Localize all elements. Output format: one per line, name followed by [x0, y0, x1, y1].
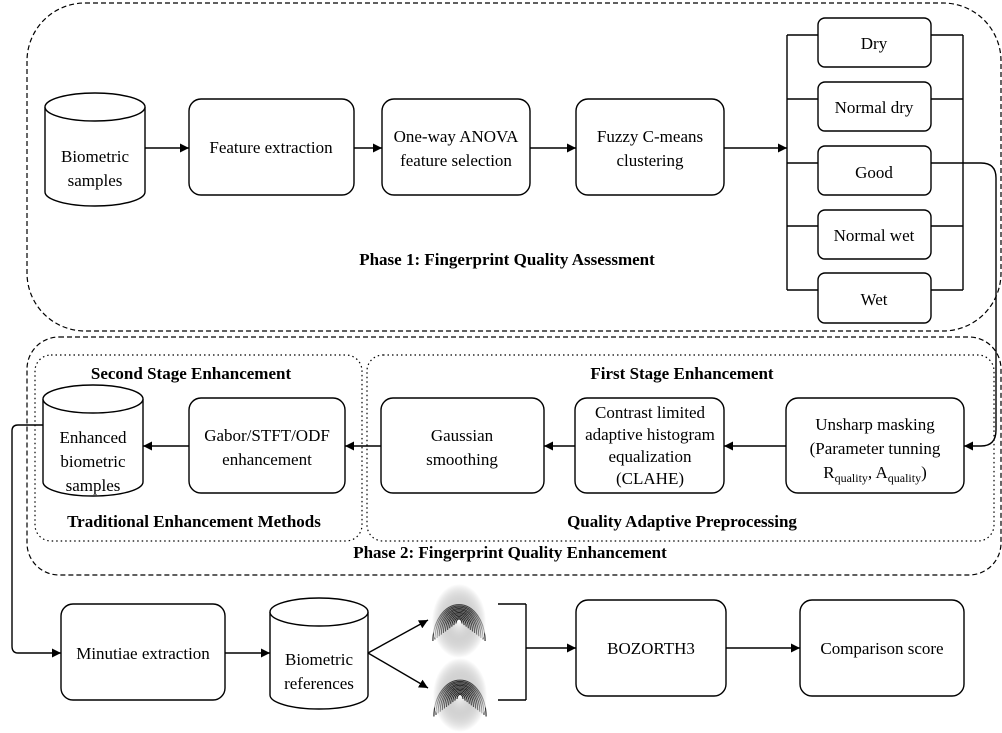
gabor-label-1: Gabor/STFT/ODF [204, 426, 330, 445]
minutiae-extraction-box: Minutiae extraction [60, 603, 226, 701]
comparison-score-label: Comparison score [820, 639, 943, 658]
class-good-label: Good [855, 163, 893, 182]
fingerprint-image-1 [432, 584, 486, 658]
second-stage-container [34, 354, 363, 542]
arrow-references-to-fingerprint-1 [367, 619, 429, 654]
fingerprint-combine-bracket [498, 603, 527, 701]
anova-label-1: One-way ANOVA [394, 127, 520, 146]
class-wet: Wet [817, 272, 932, 324]
biometric-references-label-1: Biometric [285, 650, 353, 669]
first-stage-container [366, 354, 995, 542]
first-stage-title: First Stage Enhancement [590, 364, 774, 383]
phase1-container [26, 2, 1002, 332]
arrow-enhanced-to-minutiae [11, 424, 61, 658]
anova-box: One-way ANOVA feature selection [381, 98, 531, 196]
phase1-title: Phase 1: Fingerprint Quality Assessment [359, 250, 655, 269]
bozorth3-label: BOZORTH3 [607, 639, 695, 658]
enhanced-samples-label-1: Enhanced [59, 428, 127, 447]
first-stage-subtitle: Quality Adaptive Preprocessing [567, 512, 797, 531]
gabor-label-2: enhancement [222, 450, 312, 469]
enhanced-samples-label-2: biometric [60, 452, 126, 471]
biometric-samples-label-2: samples [68, 171, 123, 190]
gaussian-label-2: smoothing [426, 450, 498, 469]
bozorth3-box: BOZORTH3 [575, 599, 727, 697]
clahe-label-3: equalization [608, 447, 692, 466]
anova-label-2: feature selection [400, 151, 512, 170]
arrow-references-to-fingerprint-2 [367, 652, 429, 689]
second-stage-subtitle: Traditional Enhancement Methods [67, 512, 321, 531]
fuzzy-cmeans-label-2: clustering [616, 151, 684, 170]
phase2-title: Phase 2: Fingerprint Quality Enhancement [353, 543, 667, 562]
class-dry: Dry [817, 17, 932, 68]
fingerprint-image-2 [433, 658, 487, 732]
enhanced-samples-label-3: samples [66, 476, 121, 495]
minutiae-extraction-label: Minutiae extraction [76, 644, 210, 663]
class-normal-dry-label: Normal dry [835, 98, 914, 117]
gaussian-box: Gaussian smoothing [380, 397, 545, 494]
unsharp-label-2: (Parameter tunning [810, 439, 941, 458]
clahe-box: Contrast limited adaptive histogram equa… [574, 397, 725, 494]
biometric-references-db: Biometric references [269, 597, 369, 710]
clahe-label-2: adaptive histogram [585, 425, 715, 444]
feature-extraction-box: Feature extraction [188, 98, 355, 196]
gaussian-label-1: Gaussian [431, 426, 494, 445]
clahe-label-1: Contrast limited [595, 403, 706, 422]
gabor-box: Gabor/STFT/ODF enhancement [188, 397, 346, 494]
second-stage-title: Second Stage Enhancement [91, 364, 292, 383]
biometric-samples-label-1: Biometric [61, 147, 129, 166]
biometric-samples-db: Biometric samples [44, 92, 146, 207]
fuzzy-cmeans-label-1: Fuzzy C-means [597, 127, 703, 146]
biometric-references-label-2: references [284, 674, 354, 693]
clahe-label-4: (CLAHE) [616, 469, 684, 488]
class-normal-wet: Normal wet [817, 209, 932, 260]
class-good: Good [817, 145, 932, 196]
class-dry-label: Dry [861, 34, 888, 53]
class-normal-wet-label: Normal wet [834, 226, 915, 245]
feature-extraction-label: Feature extraction [209, 138, 333, 157]
unsharp-box: Unsharp masking (Parameter tunning Rqual… [785, 397, 965, 494]
fuzzy-cmeans-box: Fuzzy C-means clustering [575, 98, 725, 196]
class-wet-label: Wet [861, 290, 888, 309]
comparison-score-box: Comparison score [799, 599, 965, 697]
unsharp-params-label: Rquality, Aquality) [823, 463, 927, 485]
enhanced-samples-db: Enhanced biometric samples [42, 384, 144, 497]
arrow-good-to-unsharp [931, 162, 997, 451]
quality-class-bracket [786, 34, 964, 291]
unsharp-label-1: Unsharp masking [815, 415, 935, 434]
class-normal-dry: Normal dry [817, 81, 932, 132]
